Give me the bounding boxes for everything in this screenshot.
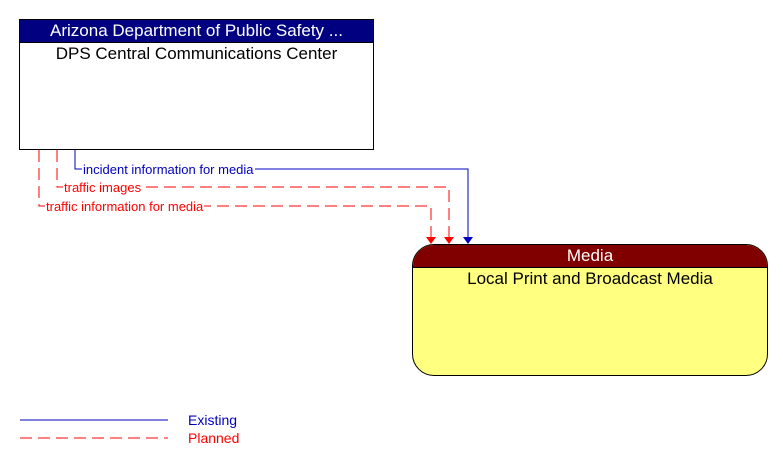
source-element-name: DPS Central Communications Center bbox=[55, 44, 338, 63]
destination-element-name: Local Print and Broadcast Media bbox=[467, 269, 713, 288]
destination-element-header: Media bbox=[413, 245, 767, 268]
arrow-head-icon bbox=[444, 237, 454, 244]
arrow-head-icon bbox=[463, 237, 473, 244]
flow-label-traffic-information[interactable]: traffic information for media bbox=[45, 199, 205, 214]
flow-line-traffic-images[interactable] bbox=[56, 150, 450, 238]
flow-line-traffic-information[interactable] bbox=[38, 150, 432, 238]
destination-element-box[interactable]: Media Local Print and Broadcast Media bbox=[412, 244, 768, 376]
legend-existing-label: Existing bbox=[188, 412, 238, 428]
arrow-head-icon bbox=[426, 237, 436, 244]
flow-label-incident-information[interactable]: incident information for media bbox=[82, 162, 255, 177]
legend-planned-label: Planned bbox=[188, 430, 240, 446]
flow-line-incident-information[interactable] bbox=[74, 150, 469, 238]
source-element-header: Arizona Department of Public Safety ... bbox=[20, 20, 373, 43]
source-element-box[interactable]: Arizona Department of Public Safety ... … bbox=[19, 19, 374, 150]
flow-label-traffic-images[interactable]: traffic images bbox=[63, 180, 143, 195]
